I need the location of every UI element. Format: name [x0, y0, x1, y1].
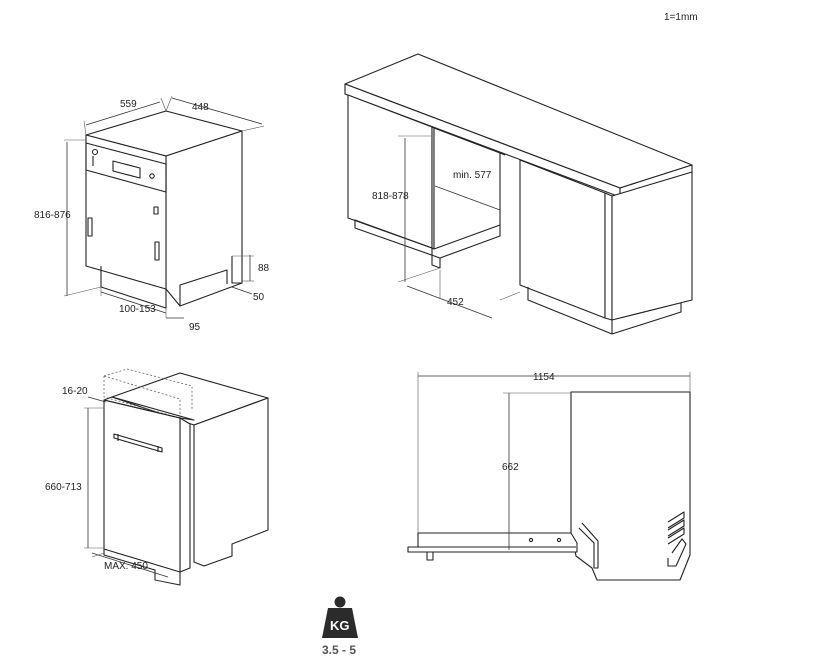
- weight-indicator: KG 3.5 - 5: [322, 596, 358, 657]
- open-door-body: [570, 391, 691, 581]
- kettlebell-weight-icon: [322, 596, 358, 638]
- dim-niche-width: min. 577: [453, 170, 492, 181]
- dim-foot-95: 95: [189, 322, 201, 333]
- furniture-panel: [103, 399, 181, 573]
- panel-mount-view: 16-20 660-713 MAX. 450: [45, 368, 269, 586]
- cabinet-niche-view: 818-878 min. 577 452: [344, 53, 693, 335]
- dim-panel-width: MAX. 450: [104, 561, 148, 572]
- dim-plinth-adjust: 100-153: [119, 304, 156, 315]
- scale-note: 1=1mm: [664, 12, 698, 23]
- dim-height-816-876: 816-876: [34, 210, 71, 221]
- dim-panel-gap: 16-20: [62, 386, 88, 397]
- dim-niche-height: 818-878: [372, 191, 409, 202]
- dishwasher-side: [165, 130, 243, 307]
- dim-plinth-50: 50: [253, 292, 265, 303]
- dishwasher-isometric-view: 559 448 816-876 88 50 100-153 95: [34, 95, 270, 333]
- weight-unit: KG: [330, 618, 350, 633]
- power-knob-icon: [91, 148, 99, 156]
- control-display: [112, 160, 141, 179]
- door-open-side-view: 1154 662: [407, 372, 691, 581]
- panel-view-side: [193, 397, 269, 567]
- open-door-panel: [407, 532, 578, 553]
- dim-open-depth: 1154: [533, 372, 555, 383]
- dim-door-height: 662: [502, 462, 519, 473]
- dim-depth-448: 448: [192, 102, 209, 113]
- dim-panel-height: 660-713: [45, 482, 82, 493]
- dim-width-559: 559: [120, 99, 137, 110]
- weight-range: 3.5 - 5: [322, 643, 356, 657]
- dim-plinth-88: 88: [258, 263, 270, 274]
- dim-niche-depth: 452: [447, 297, 464, 308]
